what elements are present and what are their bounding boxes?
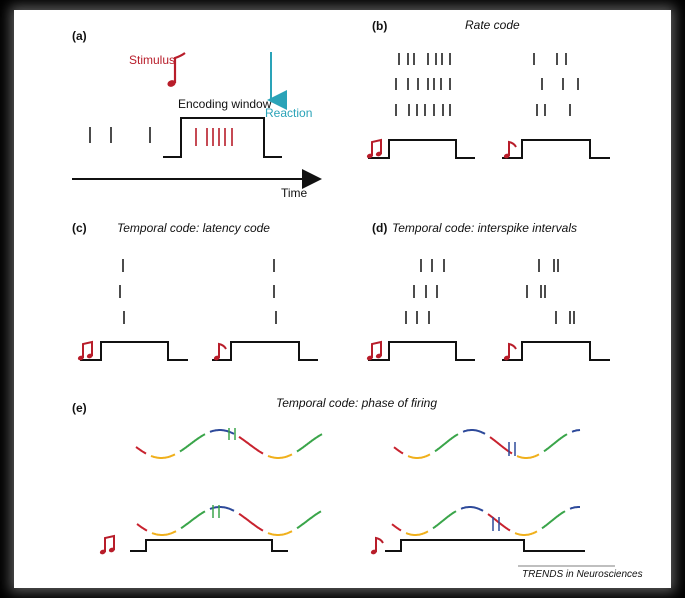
- phase-waves: [135, 429, 581, 536]
- phase-wave-segment: [238, 435, 264, 455]
- evoked-spikes: [195, 128, 233, 146]
- panel-c-title: Temporal code: latency code: [117, 221, 270, 235]
- rate-code-pulse-weak: [502, 139, 610, 159]
- phase-wave-segment: [541, 510, 566, 530]
- isi-raster-weak: [526, 259, 575, 324]
- double-note-icon: [365, 341, 384, 363]
- figure: (a) Stimulus Encoding window Reaction Ti…: [14, 10, 671, 588]
- phase-wave-segment: [571, 429, 581, 433]
- phase-pulse-strong: [130, 539, 288, 552]
- baseline-spikes: [89, 127, 151, 143]
- latency-code-pulse-strong: [80, 341, 188, 361]
- panel-b: (b) Rate code: [365, 18, 610, 161]
- panel-e: (e) Temporal code: phase of firing: [72, 396, 585, 557]
- phase-wave-segment: [516, 453, 540, 459]
- rate-code-raster-strong: [395, 53, 451, 116]
- phase-wave-segment: [296, 510, 322, 530]
- phase-wave-segment: [569, 506, 580, 510]
- phase-wave-segment: [391, 523, 402, 532]
- encoding-window-pulse: [163, 117, 282, 158]
- phase-wave-segment: [151, 530, 177, 536]
- panel-d-title: Temporal code: interspike intervals: [392, 221, 577, 235]
- phase-wave-segment: [209, 429, 235, 435]
- stimulus-label: Stimulus: [129, 53, 175, 67]
- rate-code-pulse-strong: [368, 139, 475, 159]
- phase-wave-segment: [150, 453, 176, 459]
- phase-wave-segment: [267, 530, 293, 536]
- phase-wave-segment: [407, 453, 431, 459]
- rate-code-raster-weak: [533, 53, 579, 116]
- phase-wave-segment: [543, 433, 568, 453]
- double-note-icon: [365, 139, 384, 161]
- panel-d: (d) Temporal code: interspike intervals: [365, 221, 610, 363]
- phase-wave-segment: [393, 446, 404, 455]
- phase-wave-segment: [296, 433, 323, 453]
- stimulus-note-icon: [167, 52, 186, 87]
- phase-wave-segment: [460, 506, 484, 512]
- phase-wave-segment: [179, 433, 206, 453]
- panel-b-title: Rate code: [465, 18, 520, 32]
- reaction-label: Reaction: [265, 106, 312, 120]
- phase-wave-segment: [405, 530, 429, 536]
- phase-wave-segment: [434, 433, 459, 453]
- phase-spikes: [212, 428, 516, 531]
- phase-wave-segment: [514, 530, 538, 536]
- double-note-icon: [76, 341, 95, 363]
- latency-code-raster-strong: [119, 259, 125, 324]
- latency-code-pulse-weak: [212, 341, 318, 361]
- isi-raster-strong: [405, 259, 445, 324]
- panel-a-label: (a): [72, 29, 87, 43]
- isi-pulse-weak: [502, 341, 610, 361]
- phase-wave-segment: [267, 453, 293, 459]
- credit-text: TRENDS in Neurosciences: [522, 569, 643, 580]
- single-note-icon: [502, 141, 517, 161]
- panel-a: (a) Stimulus Encoding window Reaction Ti…: [72, 29, 322, 200]
- diagram-canvas: (a) Stimulus Encoding window Reaction Ti…: [72, 18, 643, 580]
- panel-c-label: (c): [72, 221, 87, 235]
- single-note-icon: [369, 537, 384, 557]
- panel-b-label: (b): [372, 19, 387, 33]
- phase-wave-segment: [180, 510, 206, 530]
- panel-e-label: (e): [72, 401, 87, 415]
- single-note-icon: [212, 343, 227, 363]
- time-label: Time: [281, 186, 308, 200]
- encoding-window-label: Encoding window: [178, 97, 272, 111]
- single-note-icon: [502, 343, 517, 363]
- panel-e-title: Temporal code: phase of firing: [276, 396, 437, 410]
- phase-wave-segment: [238, 512, 264, 532]
- phase-wave-segment: [136, 523, 148, 532]
- isi-pulse-strong: [368, 341, 475, 361]
- phase-wave-segment: [432, 510, 457, 530]
- panel-d-label: (d): [372, 221, 387, 235]
- double-note-icon: [98, 535, 117, 557]
- phase-wave-segment: [135, 446, 147, 455]
- phase-wave-segment: [209, 506, 235, 512]
- latency-code-raster-weak: [273, 259, 277, 324]
- phase-pulse-weak: [385, 539, 585, 552]
- panel-c: (c) Temporal code: latency code: [72, 221, 318, 363]
- phase-wave-segment: [462, 429, 486, 435]
